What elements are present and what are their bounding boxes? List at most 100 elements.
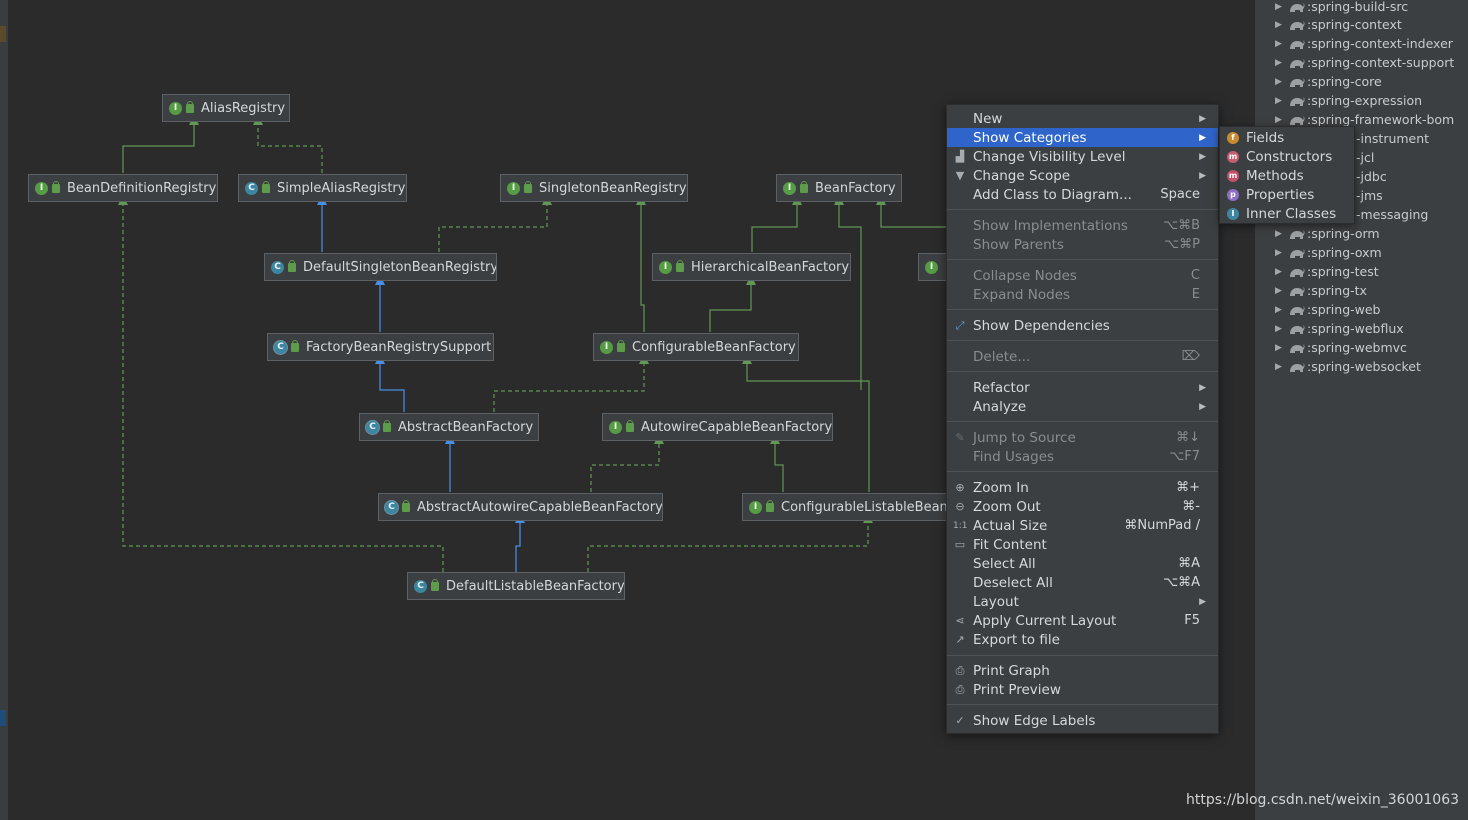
menu-item-zoom-in[interactable]: ⊕Zoom In⌘+ <box>947 478 1218 497</box>
menu-item-fit-content[interactable]: ▭Fit Content <box>954 536 1047 553</box>
node-abstract-bean-factory[interactable]: C AbstractBeanFactory <box>359 413 539 441</box>
interface-icon: I <box>609 420 622 434</box>
menu-item-analyze[interactable]: Analyze▶ <box>973 398 1206 415</box>
expand-arrow-icon[interactable]: ▶ <box>1275 76 1282 87</box>
menu-item-export-to-file[interactable]: ↗Export to file <box>947 630 1218 649</box>
tree-item-label: :spring-tx <box>1307 283 1367 298</box>
expand-arrow-icon[interactable]: ▶ <box>1275 1 1282 12</box>
tree-item[interactable]: ▶:spring-webmvc <box>1275 338 1407 357</box>
node-simple-alias-registry[interactable]: C SimpleAliasRegistry <box>238 174 407 202</box>
node-alias-registry[interactable]: I AliasRegistry <box>162 94 290 122</box>
tree-item[interactable]: ▶:spring-websocket <box>1275 357 1421 376</box>
menu-item-new[interactable]: New▶ <box>973 110 1206 127</box>
gradle-module-icon <box>1289 304 1305 315</box>
expand-arrow-icon[interactable]: ▶ <box>1275 285 1282 296</box>
tree-item[interactable]: -jms <box>1356 186 1383 205</box>
menu-item-zoom-out[interactable]: ⊖Zoom Out⌘- <box>947 497 1218 516</box>
public-access-icon <box>52 180 60 193</box>
menu-item-show-edge-labels[interactable]: ✓Show Edge Labels <box>947 711 1218 730</box>
submenu-arrow-icon: ▶ <box>1199 170 1206 181</box>
menu-item-select-all[interactable]: Select All⌘A <box>973 555 1200 572</box>
tree-item[interactable]: ▶ :spring-core <box>1275 72 1382 91</box>
tree-item[interactable]: -jdbc <box>1356 167 1387 186</box>
expand-arrow-icon[interactable]: ▶ <box>1275 361 1282 372</box>
node-default-singleton-bean-registry[interactable]: C DefaultSingletonBeanRegistry <box>264 253 497 281</box>
menu-separator <box>947 655 1218 656</box>
edge-hbf-bf <box>751 195 802 252</box>
menu-item-jump-to-source[interactable]: ✎Jump to Source⌘↓ <box>947 428 1218 447</box>
menu-item-print-preview[interactable]: ⎙Print Preview <box>947 680 1218 699</box>
menu-item-change-visibility-level[interactable]: ▟Change Visibility Level▶ <box>947 147 1218 166</box>
expand-arrow-icon[interactable]: ▶ <box>1275 38 1282 49</box>
menu-item-delete[interactable]: Delete...⌦ <box>973 348 1200 365</box>
tree-item[interactable]: -jcl <box>1356 148 1374 167</box>
expand-arrow-icon[interactable]: ▶ <box>1275 19 1282 30</box>
node-autowire-capable-bean-factory[interactable]: I AutowireCapableBeanFactory <box>602 413 833 441</box>
menu-item-layout[interactable]: Layout▶ <box>973 593 1206 610</box>
edge-cbf-hbf <box>709 275 756 332</box>
interface-icon: I <box>749 500 762 514</box>
tree-item[interactable]: ▶:spring-context-support <box>1275 53 1454 72</box>
menu-item-show-categories[interactable]: Show Categories▶ <box>947 128 1218 147</box>
expand-arrow-icon[interactable]: ▶ <box>1275 57 1282 68</box>
tree-item[interactable]: -messaging <box>1356 205 1428 224</box>
menu-item-deselect-all[interactable]: Deselect All⌥⌘A <box>973 574 1200 591</box>
expand-arrow-icon[interactable]: ▶ <box>1275 228 1282 239</box>
menu-item-show-parents[interactable]: Show Parents⌥⌘P <box>973 236 1200 253</box>
expand-arrow-icon[interactable]: ▶ <box>1275 342 1282 353</box>
tree-item[interactable]: ▶ :spring-tx <box>1275 281 1367 300</box>
tree-item[interactable]: ▶:spring-build-src <box>1275 0 1408 16</box>
edge-clbf-acbf <box>770 434 784 492</box>
tree-item[interactable]: ▶:spring-context <box>1275 15 1402 34</box>
tree-item[interactable]: ▶:spring-webflux <box>1275 319 1404 338</box>
interface-icon: I <box>783 181 796 195</box>
menu-item-add-class[interactable]: Add Class to Diagram...Space <box>973 186 1200 203</box>
expand-arrow-icon[interactable]: ▶ <box>1275 266 1282 277</box>
node-singleton-bean-registry[interactable]: I SingletonBeanRegistry <box>500 174 688 202</box>
node-factory-bean-registry-support[interactable]: C FactoryBeanRegistrySupport <box>267 333 494 361</box>
expand-arrow-icon[interactable]: ▶ <box>1275 95 1282 106</box>
node-hierarchical-bean-factory[interactable]: I HierarchicalBeanFactory <box>652 253 851 281</box>
menu-item-change-scope[interactable]: ▼Change Scope▶ <box>947 166 1218 185</box>
menu-item-refactor[interactable]: Refactor▶ <box>973 379 1206 396</box>
public-access-icon <box>291 339 299 352</box>
expand-arrow-icon[interactable]: ▶ <box>1275 114 1282 125</box>
tree-item[interactable]: ▶:spring-orm <box>1275 224 1380 243</box>
tree-item-label: :spring-core <box>1307 74 1382 89</box>
node-bean-definition-registry[interactable]: I BeanDefinitionRegistry <box>28 174 218 202</box>
expand-arrow-icon[interactable]: ▶ <box>1275 304 1282 315</box>
node-default-listable-bean-factory[interactable]: C DefaultListableBeanFactory <box>407 572 625 600</box>
tree-item[interactable]: ▶:spring-web <box>1275 300 1381 319</box>
node-configurable-bean-factory[interactable]: I ConfigurableBeanFactory <box>593 333 799 361</box>
tree-item[interactable]: ▶:spring-oxm <box>1275 243 1382 262</box>
tree-item[interactable]: -instrument <box>1356 129 1429 148</box>
edge-clbf-bf <box>834 195 862 390</box>
node-abstract-autowire-capable-bean-factory[interactable]: C AbstractAutowireCapableBeanFactory <box>378 493 663 521</box>
tree-item[interactable]: ▶:spring-framework-bom <box>1275 110 1454 129</box>
menu-item-find-usages[interactable]: Find Usages⌥F7 <box>973 448 1200 465</box>
tree-item[interactable]: ▶:spring-test <box>1275 262 1379 281</box>
expand-arrow-icon[interactable]: ▶ <box>1275 247 1282 258</box>
node-bean-factory[interactable]: I BeanFactory <box>776 174 902 202</box>
menu-item-show-implementations[interactable]: Show Implementations⌥⌘B <box>973 217 1200 234</box>
menu-item-show-dependencies[interactable]: ⤢Show Dependencies <box>947 316 1218 335</box>
tree-item-label: :spring-expression <box>1307 93 1423 108</box>
node-partial-hidden[interactable]: I <box>918 253 946 281</box>
tree-item[interactable]: ▶ :spring-expression <box>1275 91 1422 110</box>
menu-item-print-graph[interactable]: ⎙Print Graph <box>947 661 1218 680</box>
node-configurable-listable-bean-factory[interactable]: I ConfigurableListableBeanFactory <box>742 493 946 521</box>
menu-separator <box>947 309 1218 310</box>
tree-item[interactable]: ▶:spring-context-indexer <box>1275 34 1453 53</box>
expand-arrow-icon[interactable]: ▶ <box>1275 323 1282 334</box>
public-access-icon <box>402 499 410 512</box>
node-label: ConfigurableListableBeanFactory <box>781 499 946 515</box>
